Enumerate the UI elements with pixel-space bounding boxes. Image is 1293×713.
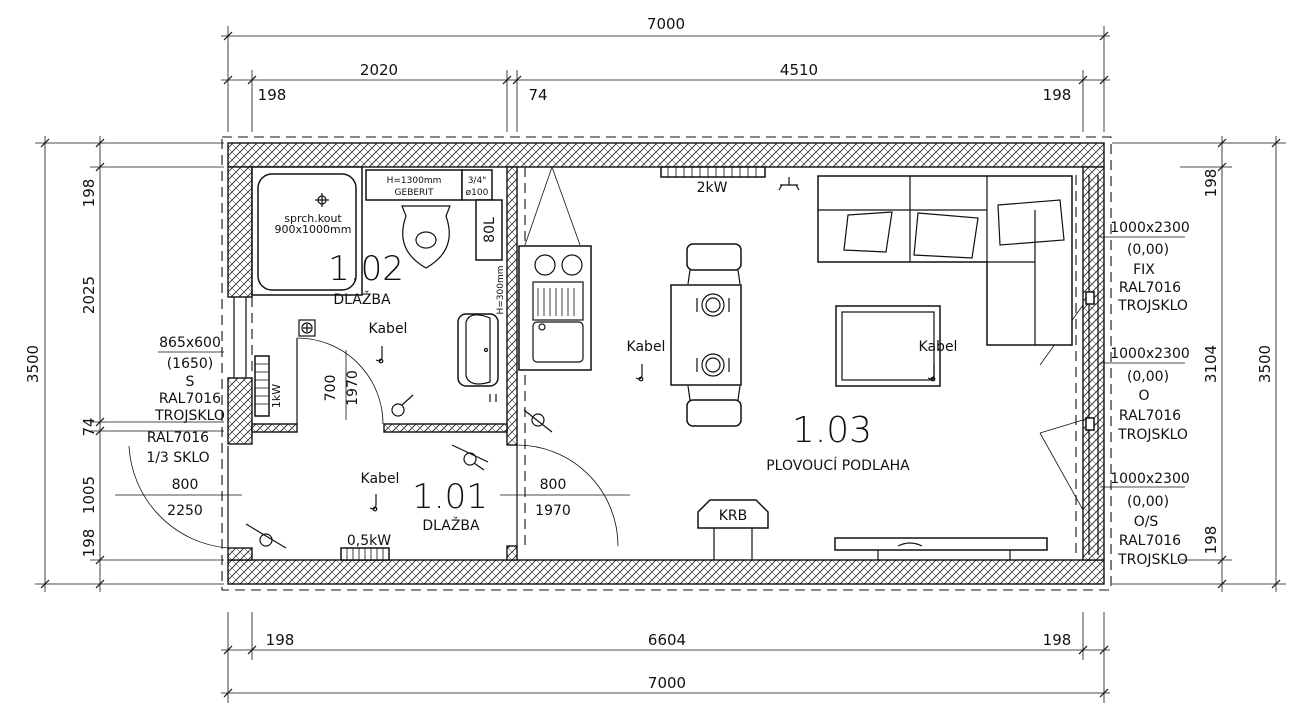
- dimension-right: 198 3104 198 3500: [1112, 136, 1286, 592]
- floor-entry: DLAŽBA: [422, 516, 480, 534]
- dim-bottom-total: 7000: [648, 674, 686, 692]
- dim-top-right-wall: 198: [1043, 86, 1072, 104]
- dimension-left: 3500 198 2025 74 1005 198: [24, 136, 224, 592]
- entry-door-color: RAL7016: [147, 430, 209, 446]
- shower-size: 900x1000mm: [275, 223, 352, 236]
- floor-living: PLOVOUCÍ PODLAHA: [766, 457, 910, 474]
- switch-icon-entry-2: [245, 523, 287, 549]
- left-window-glass: TROJSKLO: [154, 408, 225, 424]
- right-top-window-glass: TROJSKLO: [1117, 298, 1188, 314]
- room-number-bathroom: 1.02: [328, 249, 404, 289]
- right-mid-window-glass: TROJSKLO: [1117, 427, 1188, 443]
- right-top-window-color: RAL7016: [1119, 280, 1181, 296]
- pipe-diameter: ø100: [466, 188, 489, 198]
- dim-left-lower: 1005: [80, 476, 98, 514]
- geberit-label: GEBERIT: [395, 188, 434, 198]
- geberit-height: H=1300mm: [387, 176, 442, 186]
- dimension-bottom: 198 6604 198 7000: [221, 612, 1110, 703]
- left-window-label: 865x600 (1650) S RAL7016 TROJSKLO: [154, 335, 225, 424]
- socket-icon: [375, 346, 383, 362]
- drain-icon: [298, 319, 316, 337]
- cable-kitchen: Kabel: [627, 339, 666, 355]
- boiler-label: 80L: [482, 217, 498, 243]
- fireplace-label: KRB: [719, 508, 748, 524]
- dim-top-left-section: 2020: [360, 61, 398, 79]
- inner-door: 800 1970: [500, 409, 630, 547]
- tv-bench: [834, 537, 1048, 560]
- left-window-size: 865x600: [159, 335, 221, 351]
- heater-bath-label: 1kW: [270, 384, 283, 408]
- switch-icon-entry: [451, 444, 489, 471]
- entry-room: 1.01 DLAŽBA Kabel 0,5kW 800 2250 RAL7016…: [115, 335, 489, 561]
- room-number-entry: 1.01: [412, 477, 488, 517]
- right-top-window-sill: (0,00): [1127, 242, 1169, 258]
- right-bot-window-type: O/S: [1134, 514, 1159, 530]
- dim-bottom-left-wall: 198: [266, 631, 295, 649]
- right-mid-window-size: 1000x2300: [1110, 346, 1190, 362]
- entry-door-width: 800: [172, 477, 199, 493]
- entry-door-glass: 1/3 SKLO: [146, 450, 209, 466]
- shower-label: sprch.kout: [284, 212, 342, 225]
- fireplace: KRB: [697, 499, 769, 560]
- cable-entry: Kabel: [361, 471, 400, 487]
- living-room: 2kW Kabel: [660, 166, 1073, 560]
- entry-door-height: 2250: [167, 503, 203, 519]
- sink-height-label: H=300mm: [496, 265, 506, 314]
- dimension-top: 7000 2020 4510 198 74 198: [221, 15, 1110, 132]
- dim-left-partition: 74: [80, 417, 98, 436]
- dim-top-total: 7000: [647, 15, 685, 33]
- right-window-labels: 1000x2300 (0,00) FIX RAL7016 TROJSKLO 10…: [1100, 220, 1190, 568]
- dim-right-total: 3500: [1256, 345, 1274, 383]
- dim-right-bottom-wall: 198: [1202, 526, 1220, 555]
- right-top-window-size: 1000x2300: [1110, 220, 1190, 236]
- dim-right-inner: 3104: [1202, 345, 1220, 383]
- pipe-size: 3/4": [468, 176, 487, 186]
- inner-door-height: 1970: [535, 503, 571, 519]
- dim-top-left-wall: 198: [258, 86, 287, 104]
- right-mid-window-type: O: [1138, 388, 1149, 404]
- kitchen: Kabel: [518, 166, 666, 545]
- inner-door-width: 800: [540, 477, 567, 493]
- outer-walls: [221, 136, 1112, 591]
- dim-bottom-right-wall: 198: [1043, 631, 1072, 649]
- cable-living: Kabel: [919, 339, 958, 355]
- right-mid-window-color: RAL7016: [1119, 408, 1181, 424]
- dim-top-partition: 74: [528, 86, 547, 104]
- right-top-window-type: FIX: [1133, 262, 1155, 278]
- coffee-table: [835, 305, 941, 387]
- dim-left-top-wall: 198: [80, 179, 98, 208]
- heater-entry-label: 0,5kW: [347, 533, 391, 549]
- bath-door-width: 700: [323, 375, 339, 402]
- right-bot-window-glass: TROJSKLO: [1117, 552, 1188, 568]
- bathroom: sprch.kout 900x1000mm H=1300mm GEBERIT 3…: [251, 166, 506, 425]
- left-window-sill: (1650): [167, 356, 214, 372]
- dim-left-bottom-wall: 198: [80, 529, 98, 558]
- dim-top-right-section: 4510: [780, 61, 818, 79]
- dim-bottom-inner: 6604: [648, 631, 686, 649]
- bath-door-height: 1970: [345, 370, 361, 406]
- dim-left-total: 3500: [24, 345, 42, 383]
- right-bot-window-color: RAL7016: [1119, 533, 1181, 549]
- right-bot-window-size: 1000x2300: [1110, 471, 1190, 487]
- dim-left-upper: 2025: [80, 276, 98, 314]
- sofa: [817, 175, 1073, 346]
- heater-living-label: 2kW: [697, 180, 728, 196]
- floor-bathroom: DLAŽBA: [333, 290, 391, 308]
- left-window-frame: [233, 297, 253, 378]
- left-window-color: RAL7016: [159, 391, 221, 407]
- right-mid-window-sill: (0,00): [1127, 369, 1169, 385]
- dim-right-top-wall: 198: [1202, 169, 1220, 198]
- switch-icon-kitchen: [523, 409, 553, 433]
- left-window-type: S: [186, 374, 195, 390]
- dining-table: [670, 243, 742, 427]
- cable-bath: Kabel: [369, 321, 408, 337]
- room-number-living: 1.03: [792, 410, 872, 451]
- switch-icon: [391, 394, 414, 417]
- right-bot-window-sill: (0,00): [1127, 494, 1169, 510]
